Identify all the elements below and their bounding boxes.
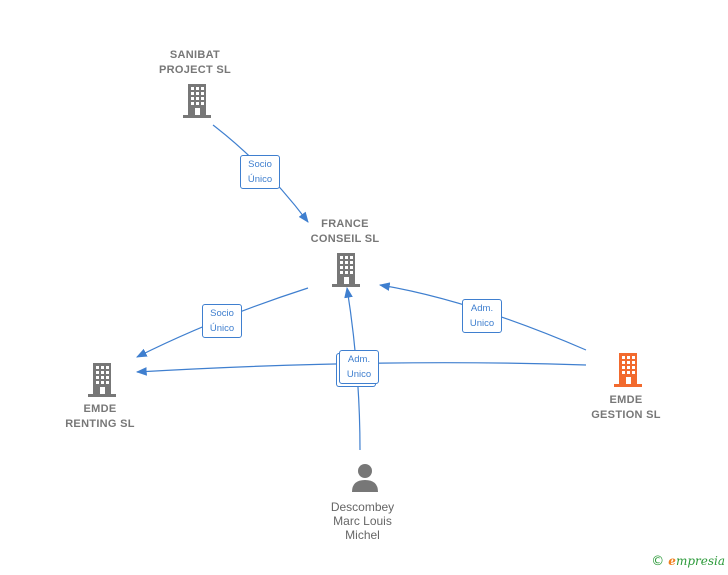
building-icon bbox=[332, 253, 360, 287]
brand-initial: e bbox=[668, 554, 676, 568]
node-label-france-conseil[interactable]: FRANCE CONSEIL SL bbox=[310, 218, 380, 245]
edge-label-socio-unico: Socio Único bbox=[202, 304, 242, 338]
building-icon bbox=[183, 84, 211, 118]
copyright-icon: © bbox=[651, 554, 665, 569]
edge-label-adm-unico: Adm. Unico bbox=[462, 299, 502, 333]
node-label-sanibat-project[interactable]: SANIBAT PROJECT SL bbox=[158, 49, 232, 76]
node-label-person[interactable]: Descombey Marc Louis Michel bbox=[330, 500, 395, 542]
person-icon bbox=[352, 464, 378, 492]
node-label-emde-gestion[interactable]: EMDE GESTION SL bbox=[591, 394, 661, 421]
edge-label-adm-unico: Adm. Unico bbox=[339, 350, 379, 384]
node-label-emde-renting[interactable]: EMDE RENTING SL bbox=[65, 403, 135, 430]
edge-label-socio-unico: Socio Único bbox=[240, 155, 280, 189]
building-icon bbox=[88, 363, 116, 397]
empresia-brand[interactable]: ©empresia bbox=[651, 554, 725, 569]
building-icon bbox=[614, 353, 642, 387]
brand-name: mpresia bbox=[675, 554, 725, 568]
